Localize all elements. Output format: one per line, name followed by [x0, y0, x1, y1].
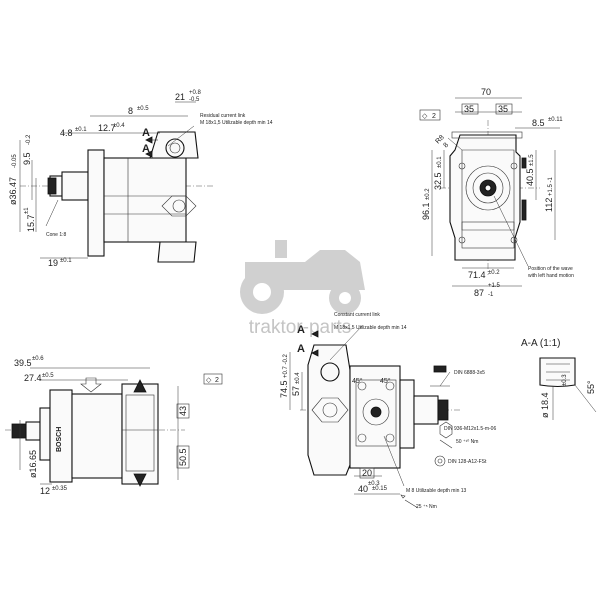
- dim-18-4-tol: ±0.3: [562, 374, 568, 386]
- note-constant-thread: M 18x1,5 Utilizable depth min 14: [334, 325, 407, 331]
- dim-27-4-tol: ±0.5: [42, 373, 54, 379]
- dim-36-47: ø36.47: [8, 177, 18, 205]
- dim-71-4: 71.4: [468, 270, 486, 280]
- wrench-icon: [400, 494, 419, 509]
- section-title: A-A (1:1): [521, 338, 560, 349]
- front-view-top-right: ◇ 2 70 35 35 8.5 ±0.11 8 R8 32.5 ±0.1 96…: [419, 87, 574, 298]
- dim-20-tol: ±0.3: [368, 481, 380, 487]
- flow-arrow-up-icon: [133, 379, 147, 393]
- dim-43: 43: [178, 406, 188, 416]
- dim-45-right: 45°: [380, 377, 391, 385]
- dim-12-7-tol: ±0.4: [113, 123, 125, 129]
- section-label-a-top: A: [297, 324, 305, 336]
- dim-39-5-tol: ±0.6: [32, 356, 44, 362]
- dim-40-5: 40.5: [525, 168, 535, 186]
- flatness-symbol: ◇: [206, 377, 212, 384]
- washer-icon: [434, 455, 446, 467]
- dim-15-7: 15.7: [26, 214, 36, 232]
- dim-71-4-tol: ±0.2: [488, 270, 500, 276]
- section-label-a-bottom: A: [297, 343, 305, 355]
- note-m8: M 8 Utilizable depth min 13: [406, 488, 467, 494]
- dim-35-right: 35: [498, 104, 508, 114]
- torque-25: 25 ⁺⁵ Nm: [416, 504, 437, 510]
- dim-45-left: 45°: [352, 377, 363, 385]
- dim-32-5-tol: ±0.1: [437, 156, 443, 168]
- dim-19: 19: [48, 258, 58, 268]
- watermark: traktor-parts: [240, 240, 365, 338]
- dim-96-1-tol: ±0.2: [425, 188, 431, 200]
- brand-label: BOSCH: [56, 427, 63, 452]
- note-wave-motion: with left hand motion: [528, 273, 574, 279]
- dim-8-tol: ±0.5: [137, 106, 149, 112]
- dim-8-angle: 8: [442, 142, 450, 150]
- dim-16-65: ø16.65: [28, 450, 38, 478]
- section-label-a-top: A: [142, 127, 150, 139]
- note-residual-thread: M 18x1,5 Utilizable depth min 14: [200, 120, 273, 126]
- dim-87: 87: [474, 288, 484, 298]
- torque-50: 50 ⁺¹⁰ Nm: [456, 439, 478, 445]
- dim-112: 112: [544, 198, 554, 212]
- dim-r8: R8: [434, 134, 445, 145]
- dim-4-8-tol: ±0.1: [75, 127, 87, 133]
- rear-view-bottom-middle: A A Constant current link M 18x1,5 Utili…: [279, 312, 496, 510]
- dim-12: 12: [40, 486, 50, 496]
- part-din-936: DIN 936-M12x1.5-m-06: [444, 426, 496, 432]
- flatness-value: 2: [215, 377, 219, 384]
- note-wave-position: Position of the wave: [528, 266, 573, 272]
- flatness-symbol: ◇: [422, 113, 428, 120]
- dim-12-tol: ±0.35: [52, 486, 68, 492]
- side-view-bottom-left: BOSCH ◇ 2 39.5 ±0.6 27.4 ±0.5 43 50.5 ø1…: [5, 356, 223, 496]
- dim-74-5-tol: +0.7 -0.2: [283, 353, 289, 378]
- dim-40-tol: ±0.15: [372, 486, 388, 492]
- section-label-a-bottom: A: [142, 143, 150, 155]
- dim-15-7-tol: ±1: [24, 207, 30, 214]
- dim-36-47-tol: -0.05: [12, 154, 18, 168]
- section-view-a-a: A-A (1:1) ø 18.4 ±0.3 55°: [521, 338, 597, 420]
- dim-57-tol: ±0.4: [295, 372, 301, 384]
- dim-55-deg: 55°: [586, 380, 596, 394]
- dim-21: 21: [175, 92, 185, 102]
- dim-87-tol-down: -1: [488, 292, 494, 298]
- dim-74-5: 74.5: [279, 380, 289, 398]
- flatness-value: 2: [432, 113, 436, 120]
- dim-87-tol-up: +1.5: [488, 283, 501, 289]
- side-view-top-left: A A 8 ±0.5 21 +0.8 -0.5 4.8 ±0.1 12.7 ±0…: [8, 90, 273, 268]
- dim-35-left: 35: [464, 104, 474, 114]
- flow-arrow-down-icon: [80, 377, 102, 393]
- dim-27-4: 27.4: [24, 373, 42, 383]
- dim-9-5: 9.5: [22, 152, 32, 165]
- dim-19-tol: ±0.1: [60, 258, 72, 264]
- dim-8-5: 8.5: [532, 118, 545, 128]
- dim-8: 8: [128, 106, 133, 116]
- note-cone: Cone 1:8: [46, 232, 67, 238]
- dim-112-tol: +1.5 -1: [548, 176, 554, 196]
- dim-20: 20: [362, 468, 372, 478]
- watermark-text: traktor-parts: [249, 317, 351, 338]
- dim-96-1: 96.1: [421, 202, 431, 220]
- dim-9-5-tol: -0.2: [26, 134, 32, 145]
- dim-12-7: 12.7: [98, 123, 116, 133]
- tractor-icon: [240, 240, 365, 314]
- part-din-128: DIN 128-A12-FSt: [448, 459, 487, 465]
- dim-50-5: 50.5: [178, 448, 188, 466]
- dim-57: 57: [291, 386, 301, 396]
- dim-40-5-tol: ±1.5: [529, 154, 535, 166]
- flow-arrow-down-dark-icon: [133, 473, 147, 487]
- dim-39-5: 39.5: [14, 358, 32, 368]
- part-din-6888: DIN 6888-3x5: [454, 370, 485, 376]
- nut-icon: [439, 421, 453, 439]
- dim-8-5-tol: ±0.11: [548, 117, 563, 123]
- note-constant-link: Constant current link: [334, 312, 380, 318]
- dim-4-8: 4.8: [60, 128, 73, 138]
- dim-21-tol-up: +0.8: [189, 90, 202, 96]
- dim-70: 70: [481, 87, 491, 97]
- dim-18-4: ø 18.4: [540, 392, 550, 418]
- dim-40: 40: [358, 484, 368, 494]
- note-residual-link: Residual current link: [200, 113, 246, 119]
- dim-21-tol-down: -0.5: [189, 97, 200, 103]
- dim-32-5: 32.5: [433, 172, 443, 190]
